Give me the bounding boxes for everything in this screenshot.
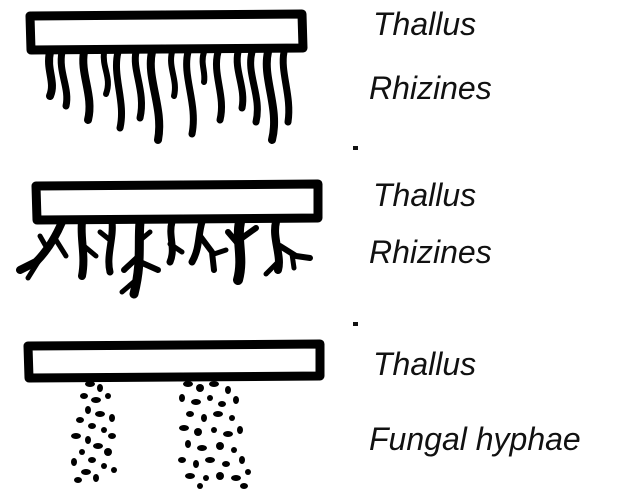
label-rhizines-1: Rhizines (369, 72, 492, 104)
separator-dash-1 (353, 146, 358, 150)
panel-branched-rhizines (20, 184, 318, 294)
label-fungal-hyphae: Fungal hyphae (369, 423, 581, 455)
thallus-bar (28, 344, 320, 378)
label-thallus-1: Thallus (373, 8, 476, 40)
panel-fungal-hyphae (28, 344, 320, 489)
simple-rhizine-strands (49, 52, 289, 140)
separator-dash-2 (353, 322, 358, 326)
panel-simple-rhizines (30, 14, 303, 140)
thallus-bar (30, 14, 303, 50)
label-thallus-3: Thallus (373, 348, 476, 380)
label-thallus-2: Thallus (373, 179, 476, 211)
branched-rhizine-strands (20, 222, 310, 294)
fungal-hyphae-cluster-left (71, 381, 117, 483)
fungal-hyphae-cluster-right (178, 381, 251, 489)
label-rhizines-2: Rhizines (369, 236, 492, 268)
thallus-bar (36, 184, 318, 220)
